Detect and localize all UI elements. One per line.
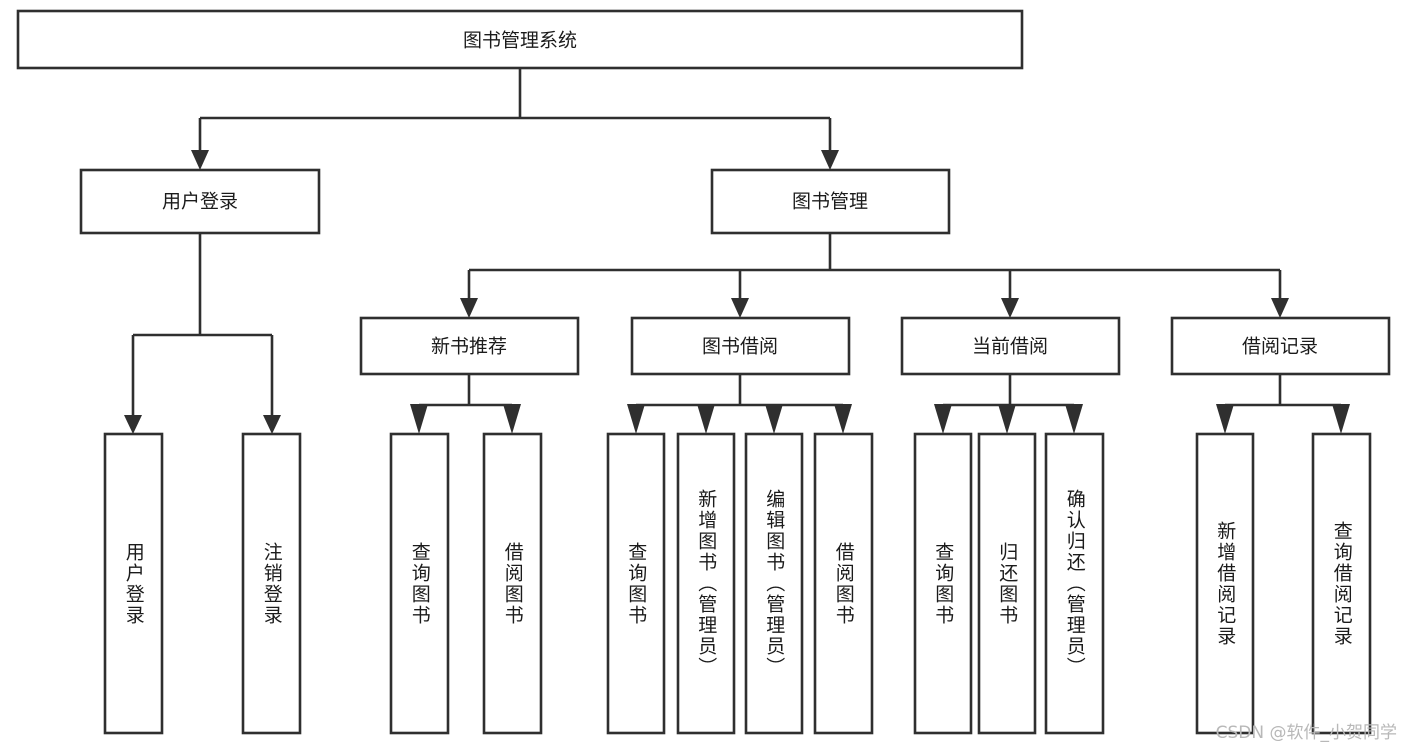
leaf-box-bb-add-book[interactable] [676,432,736,735]
leaf-box-cb-return-book[interactable] [977,432,1037,735]
node-root-label: 图书管理系统 [463,30,577,52]
arrow-bb-leaf3 [765,404,783,434]
node-new-book-recommend[interactable]: 新书推荐 [359,316,580,376]
arrow-cb-leaf2 [998,404,1016,434]
node-new-book-recommend-label: 新书推荐 [431,336,507,358]
connector-layer [124,68,1350,434]
arrow-br-leaf2 [1332,404,1350,434]
arrow-bb-leaf4 [834,404,852,434]
arrow-user-login [191,150,209,170]
arrow-ul-leaf2 [263,415,281,434]
node-book-borrow-label: 图书借阅 [702,336,778,358]
arrow-cb-leaf1 [934,404,952,434]
node-user-login[interactable]: 用户登录 [79,168,321,235]
leaf-box-user-login[interactable] [103,432,164,735]
arrow-currentborrow [1001,298,1019,318]
leaf-box-nb-query-book[interactable] [389,432,450,735]
arrow-cb-leaf3 [1065,404,1083,434]
arrow-bookborrow [731,298,749,318]
node-user-login-box[interactable] [79,168,321,235]
node-book-borrow-box[interactable] [630,316,851,376]
arrow-bb-leaf1 [627,404,645,434]
node-current-borrow-label: 当前借阅 [972,336,1048,358]
node-book-management-label: 图书管理 [792,191,868,213]
node-new-book-recommend-box[interactable] [359,316,580,376]
arrow-borrowrecord [1271,298,1289,318]
node-root-box[interactable] [16,9,1024,70]
leaf-box-bb-edit-book[interactable] [744,432,804,735]
node-current-borrow-box[interactable] [900,316,1121,376]
watermark-text: CSDN @软件_小贺同学 [1215,723,1397,743]
leaf-box-bb-query-book[interactable] [606,432,666,735]
node-borrow-record-box[interactable] [1170,316,1391,376]
node-user-login-label: 用户登录 [162,191,238,213]
leaf-box-br-query-record[interactable] [1311,432,1372,735]
leaf-box-cb-confirm-return[interactable] [1044,432,1105,735]
node-current-borrow[interactable]: 当前借阅 [900,316,1121,376]
leaf-box-br-add-record[interactable] [1195,432,1255,735]
leaf-box-logout[interactable] [241,432,302,735]
arrow-book-mgmt [821,150,839,170]
arrow-bb-leaf2 [697,404,715,434]
leaf-box-nb-borrow-book[interactable] [482,432,543,735]
node-borrow-record-label: 借阅记录 [1242,336,1318,358]
arrow-br-leaf1 [1216,404,1234,434]
arrow-nb-leaf1 [410,404,428,434]
arrow-nb-leaf2 [503,404,521,434]
arrow-newbook [460,298,478,318]
node-book-management-box[interactable] [710,168,951,235]
node-book-borrow[interactable]: 图书借阅 [630,316,851,376]
leaf-box-cb-query-book[interactable] [913,432,973,735]
leaf-box-bb-borrow-book[interactable] [813,432,874,735]
node-root[interactable]: 图书管理系统 [16,9,1024,70]
arrow-ul-leaf1 [124,415,142,434]
node-borrow-record[interactable]: 借阅记录 [1170,316,1391,376]
node-book-management[interactable]: 图书管理 [710,168,951,235]
